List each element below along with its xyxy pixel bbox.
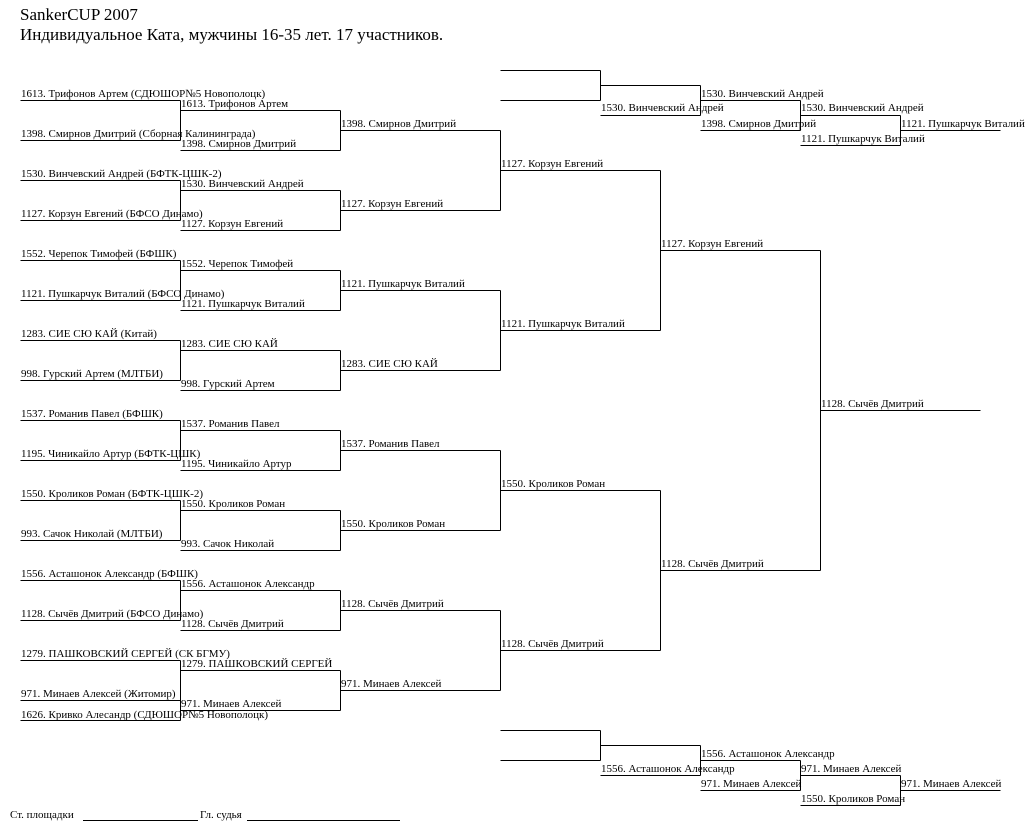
round2-entry: 1283. СИЕ СЮ КАЙ — [181, 338, 278, 350]
repechage-bottom-r2-upper: 1556. Асташонок Александр — [701, 748, 835, 760]
round1-entry: 1550. Кроликов Роман (БФТК-ЦШК-2) — [21, 488, 203, 500]
repechage-top-r2-lower: 1398. Смирнов Дмитрий — [701, 118, 817, 130]
repechage-top-r3-lower: 1121. Пушкарчук Виталий — [801, 133, 925, 145]
site-judge-signature-line — [83, 820, 198, 821]
round1-entry: 1556. Асташонок Александр (БФШК) — [21, 568, 198, 580]
round2-entry: 1552. Черепок Тимофей — [181, 258, 294, 270]
round1-entry: 1195. Чиникайло Артур (БФТК-ЦШК) — [21, 448, 201, 460]
semifinal-entry: 1128. Сычёв Дмитрий — [661, 558, 764, 570]
round2-entry: 1530. Винчевский Андрей — [181, 178, 304, 190]
round3-entry: 1128. Сычёв Дмитрий — [341, 598, 444, 610]
round1-entry: 1626. Кривко Алесандр (СДЮШОР№5 Новополо… — [21, 709, 269, 721]
round3-entry: 1283. СИЕ СЮ КАЙ — [341, 358, 438, 370]
repechage-top-r2-upper: 1530. Винчевский Андрей — [701, 88, 824, 100]
round1-entry: 971. Минаев Алексей (Житомир) — [21, 688, 176, 700]
round3-entry: 1550. Кроликов Роман — [341, 518, 446, 530]
round4-entry: 1550. Кроликов Роман — [501, 478, 606, 490]
semifinal-entry: 1127. Корзун Евгений — [661, 238, 764, 250]
repechage-bottom-result: 971. Минаев Алексей — [901, 778, 1002, 790]
round1-entry: 1530. Винчевский Андрей (БФТК-ЦШК-2) — [21, 168, 222, 180]
repechage-top-r1: 1530. Винчевский Андрей — [601, 102, 724, 114]
round3-entry: 971. Минаев Алексей — [341, 678, 442, 690]
round4-entry: 1121. Пушкарчук Виталий — [501, 318, 625, 330]
round2-entry: 1537. Романив Павел — [181, 418, 280, 430]
round1-entry: 1128. Сычёв Дмитрий (БФСО Динамо) — [21, 608, 204, 620]
round1-entry: 1279. ПАШКОВСКИЙ СЕРГЕЙ (СК БГМУ) — [21, 648, 230, 660]
round3-entry: 1537. Романив Павел — [341, 438, 440, 450]
round3-entry: 1121. Пушкарчук Виталий — [341, 278, 465, 290]
round1-entry: 1398. Смирнов Дмитрий (Сборная Калинингр… — [21, 128, 256, 140]
round2-entry: 998. Гурский Артем — [181, 378, 275, 390]
round1-entry: 1552. Черепок Тимофей (БФШК) — [21, 248, 177, 260]
round4-entry: 1128. Сычёв Дмитрий — [501, 638, 604, 650]
repechage-bottom-r2-lower: 971. Минаев Алексей — [701, 778, 802, 790]
round2-entry: 1556. Асташонок Александр — [181, 578, 315, 590]
repechage-top-r3-upper: 1530. Винчевский Андрей — [801, 102, 924, 114]
round2-entry: 1279. ПАШКОВСКИЙ СЕРГЕЙ — [181, 658, 333, 670]
page-title: SankerCUP 2007 — [20, 5, 138, 24]
round2-entry: 1121. Пушкарчук Виталий — [181, 298, 305, 310]
chief-judge-label: Гл. судья — [200, 809, 242, 821]
chief-judge-signature-line — [247, 820, 400, 821]
round1-entry: 1121. Пушкарчук Виталий (БФСО Динамо) — [21, 288, 225, 300]
round1-entry: 993. Сачок Николай (МЛТБИ) — [21, 528, 163, 540]
round2-entry: 1195. Чиникайло Артур — [181, 458, 292, 470]
bracket-lines — [20, 70, 1001, 806]
repechage-top-result: 1121. Пушкарчук Виталий — [901, 118, 1025, 130]
round4-entry: 1127. Корзун Евгений — [501, 158, 604, 170]
repechage-bottom-r3-lower: 1550. Кроликов Роман — [801, 793, 906, 805]
round1-entry: 1613. Трифонов Артем (СДЮШОР№5 Новополоц… — [21, 88, 266, 100]
repechage-bottom-r3-upper: 971. Минаев Алексей — [801, 763, 902, 775]
round2-entry: 1550. Кроликов Роман — [181, 498, 286, 510]
round1-entry: 1537. Романив Павел (БФШК) — [21, 408, 163, 420]
round1-entry: 1283. СИЕ СЮ КАЙ (Китай) — [21, 328, 157, 340]
repechage-bottom-r1: 1556. Асташонок Александр — [601, 763, 735, 775]
page-subtitle: Индивидуальное Ката, мужчины 16-35 лет. … — [20, 25, 444, 44]
round2-entry: 993. Сачок Николай — [181, 538, 275, 550]
round1-entry: 998. Гурский Артем (МЛТБИ) — [21, 368, 163, 380]
round3-entry: 1127. Корзун Евгений — [341, 198, 444, 210]
round1-entry: 1127. Корзун Евгений (БФСО Динамо) — [21, 208, 203, 220]
round2-entry: 1613. Трифонов Артем — [181, 98, 289, 110]
round2-entry: 1398. Смирнов Дмитрий — [181, 138, 297, 150]
site-judge-label: Ст. площадки — [10, 809, 74, 821]
round2-entry: 1128. Сычёв Дмитрий — [181, 618, 284, 630]
final-winner: 1128. Сычёв Дмитрий — [821, 398, 924, 410]
round2-entry: 971. Минаев Алексей — [181, 698, 282, 710]
round2-entry: 1127. Корзун Евгений — [181, 218, 284, 230]
round3-entry: 1398. Смирнов Дмитрий — [341, 118, 457, 130]
